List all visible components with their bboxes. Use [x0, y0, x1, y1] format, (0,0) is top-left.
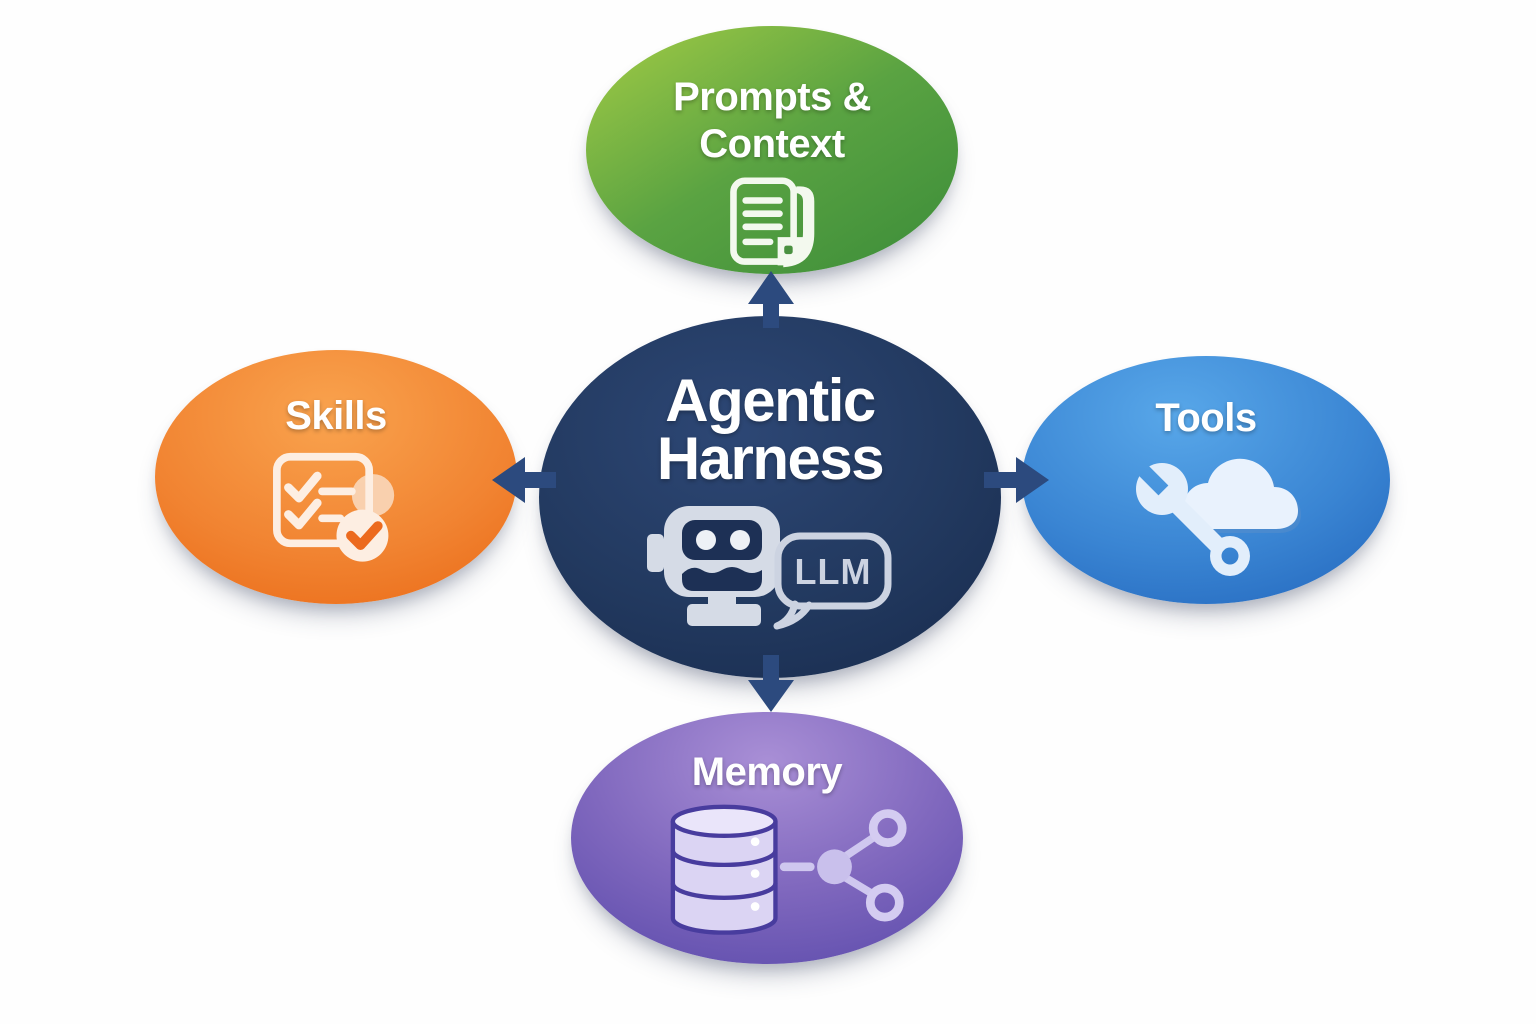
- node-label: Memory: [691, 750, 843, 794]
- node-label: Tools: [1155, 396, 1257, 440]
- node-label: Prompts & Context: [673, 74, 871, 168]
- wrench: [1136, 463, 1250, 576]
- robot-base: [687, 604, 761, 626]
- robot-llm-icon: LLM: [647, 506, 892, 630]
- node-label-line1: Prompts &: [673, 75, 871, 119]
- llm-bubble: [774, 532, 892, 610]
- node-tools: Tools: [1022, 356, 1390, 604]
- robot-ear: [647, 534, 664, 572]
- node-prompts-context: Prompts & Context: [586, 26, 958, 274]
- node-agentic-harness: Agentic Harness LLM: [539, 316, 1001, 678]
- node-label-line2: Context: [699, 122, 845, 166]
- llm-bubble-tail: [773, 600, 813, 630]
- wrench-cloud-icon: [1136, 458, 1301, 576]
- center-title-line1: Agentic: [665, 367, 876, 434]
- llm-label: LLM: [795, 551, 872, 592]
- database-network-icon: [670, 804, 907, 935]
- document-icon: [730, 177, 815, 268]
- center-title: Agentic Harness: [656, 367, 885, 492]
- checklist-icon: [273, 452, 395, 562]
- center-title-line2: Harness: [656, 425, 885, 492]
- node-skills: Skills: [155, 350, 517, 604]
- node-memory: Memory: [571, 712, 963, 964]
- robot-eye-panel: [682, 520, 762, 560]
- node-label: Skills: [285, 394, 387, 438]
- robot-mouth: [682, 567, 762, 591]
